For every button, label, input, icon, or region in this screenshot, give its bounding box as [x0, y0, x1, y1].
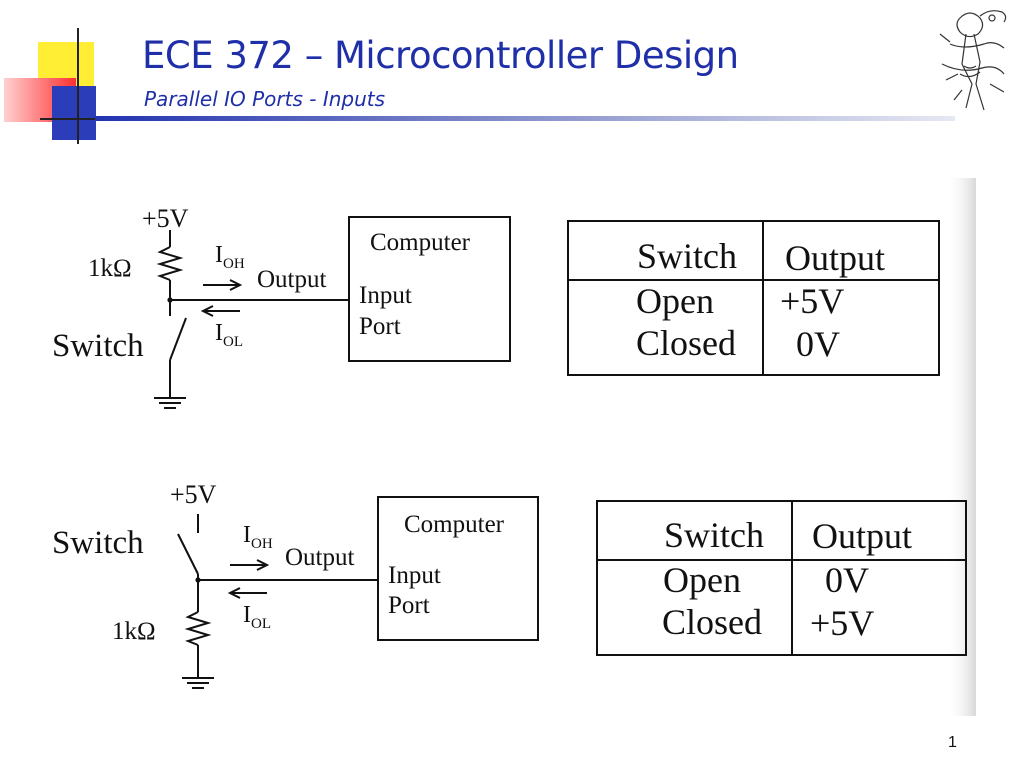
top-circuit — [154, 216, 511, 409]
top-box-port-line2: Port — [359, 313, 401, 340]
bottom-table-row2-switch: Closed — [662, 602, 762, 642]
bottom-box-port-line2: Port — [388, 592, 430, 619]
bottom-output-label: Output — [285, 544, 355, 571]
corner-blue-block — [52, 86, 96, 140]
scan-edge-shadow — [946, 178, 976, 716]
top-output-label: Output — [257, 266, 327, 293]
top-resistor-label: 1kΩ — [88, 255, 132, 282]
top-current-low: IOL — [215, 320, 243, 350]
top-switch-label: Switch — [52, 328, 144, 364]
top-table-row2-switch: Closed — [636, 323, 736, 363]
circuit-diagram: +5V 1kΩ Switch IOH Output IOL Computer I… — [52, 178, 976, 716]
bottom-switch-label: Switch — [52, 525, 144, 561]
top-table-header-output: Output — [785, 238, 885, 278]
bottom-resistor-label: 1kΩ — [112, 618, 156, 645]
top-table — [567, 220, 940, 376]
sketch-figure-icon — [939, 10, 1007, 111]
top-box-port-line1: Input — [359, 282, 412, 309]
bottom-circuit — [177, 496, 539, 689]
bottom-node-dot — [195, 577, 201, 583]
bottom-current-low: IOL — [243, 602, 271, 632]
bottom-table-header-switch: Switch — [664, 515, 764, 555]
top-current-high: IOH — [215, 242, 245, 272]
bottom-current-high: IOH — [243, 522, 273, 552]
top-table-row1-switch: Open — [636, 281, 714, 321]
bottom-table-header-output: Output — [812, 516, 912, 556]
bottom-box-title: Computer — [404, 511, 505, 538]
top-table-row1-output: +5V — [780, 281, 844, 321]
bottom-table-row1-output: 0V — [825, 560, 869, 600]
top-table-row2-output: 0V — [796, 324, 840, 364]
bottom-box-port-line1: Input — [388, 562, 441, 589]
top-node-dot — [167, 297, 173, 303]
top-box-title: Computer — [370, 229, 471, 256]
bottom-supply-label: +5V — [170, 480, 217, 509]
bottom-table-row1-switch: Open — [663, 560, 741, 600]
top-table-header-switch: Switch — [637, 236, 737, 276]
page-number: 1 — [948, 734, 957, 751]
top-supply-label: +5V — [142, 204, 189, 233]
corner-vertical-line — [77, 28, 79, 144]
bottom-table-row2-output: +5V — [810, 603, 874, 643]
slide-subtitle: Parallel IO Ports - Inputs — [144, 87, 386, 111]
title-underline — [95, 116, 955, 121]
slide-title: ECE 372 – Microcontroller Design — [142, 34, 739, 77]
corner-horizontal-line — [40, 118, 138, 120]
bottom-table — [596, 500, 967, 656]
